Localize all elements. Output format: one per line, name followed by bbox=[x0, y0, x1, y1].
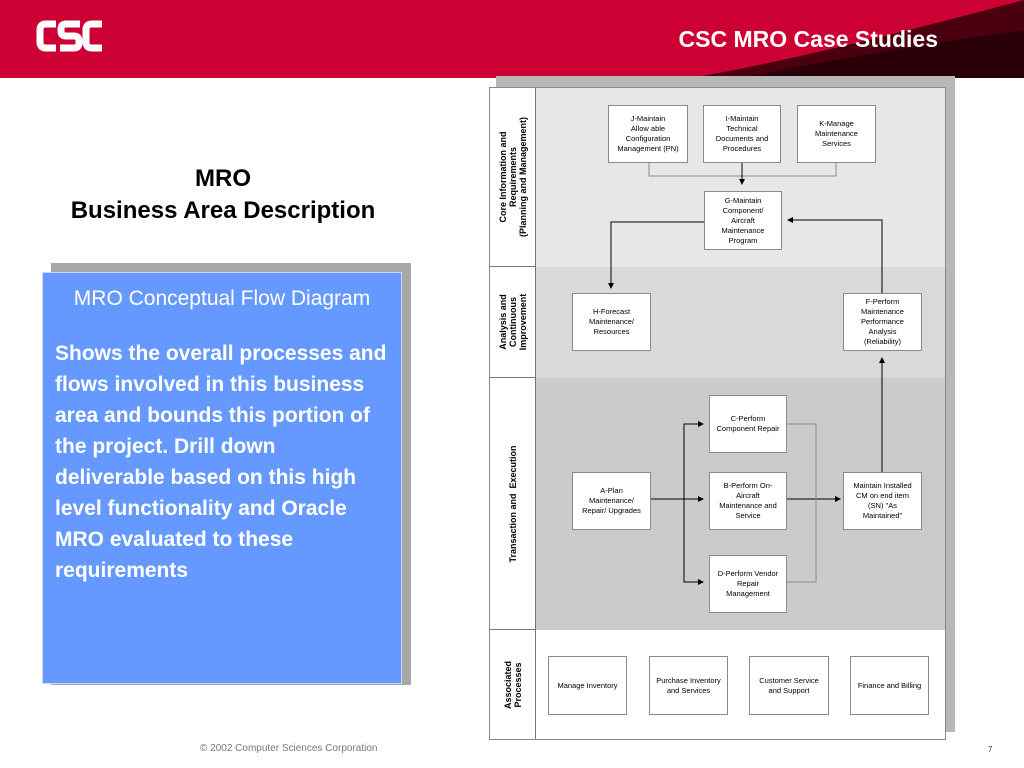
box-j-configuration: J-Maintain Allow able Configuration Mana… bbox=[608, 105, 688, 163]
box-b-on-aircraft-maintenance: B-Perform On- Aircraft Maintenance and S… bbox=[709, 472, 787, 530]
box-customer-service: Customer Service and Support bbox=[749, 656, 829, 715]
box-h-forecast: H-Forecast Maintenance/ Resources bbox=[572, 293, 651, 351]
connector-lines bbox=[608, 163, 885, 585]
slide-title: CSC MRO Case Studies bbox=[678, 26, 938, 52]
csc-logo-mark bbox=[36, 20, 102, 52]
lane-label-associated: Associated Processes bbox=[490, 630, 536, 739]
box-maintain-installed-cm: Maintain Installed CM on end item (SN) "… bbox=[843, 472, 922, 530]
page-number: 7 bbox=[988, 745, 993, 754]
box-a-plan-maintenance: A-Plan Maintenance/ Repair/ Upgrades bbox=[572, 472, 651, 530]
box-i-technical-documents: I-Maintain Technical Documents and Proce… bbox=[703, 105, 781, 163]
box-g-maintenance-program: G-Maintain Component/ Aircraft Maintenan… bbox=[704, 191, 782, 250]
box-finance-billing: Finance and Billing bbox=[850, 656, 929, 715]
box-k-maintenance-services: K-Manage Maintenance Services bbox=[797, 105, 876, 163]
box-d-vendor-repair: D-Perform Vendor Repair Management bbox=[709, 555, 787, 613]
flow-diagram: Core Information and Requirements (Plann… bbox=[489, 87, 946, 740]
header-band: CSC MRO Case Studies bbox=[0, 0, 1024, 78]
callout-body: Shows the overall processes and flows in… bbox=[55, 342, 387, 582]
box-manage-inventory: Manage Inventory bbox=[548, 656, 627, 715]
box-c-component-repair: C-Perform Component Repair bbox=[709, 395, 787, 453]
footer-copyright: © 2002 Computer Sciences Corporation bbox=[200, 743, 378, 754]
csc-logo bbox=[36, 18, 104, 54]
box-f-performance-analysis: F-Perform Maintenance Performance Analys… bbox=[843, 293, 922, 351]
header-background bbox=[0, 0, 1024, 78]
lane-label-transaction: Transaction and Execution bbox=[490, 378, 536, 630]
lane-label-analysis: Analysis and Continuous Improvement bbox=[490, 267, 536, 378]
lane-label-core: Core Information and Requirements (Plann… bbox=[490, 88, 536, 267]
callout-title: MRO Conceptual Flow Diagram bbox=[73, 287, 371, 310]
heading-line-1: MRO bbox=[195, 165, 251, 192]
box-purchase-inventory: Purchase Inventory and Services bbox=[649, 656, 728, 715]
callout-box: MRO Conceptual Flow Diagram Shows the ov… bbox=[42, 272, 402, 684]
heading-line-2: Business Area Description bbox=[70, 197, 376, 224]
page-heading: MRO Business Area Description bbox=[40, 163, 406, 227]
